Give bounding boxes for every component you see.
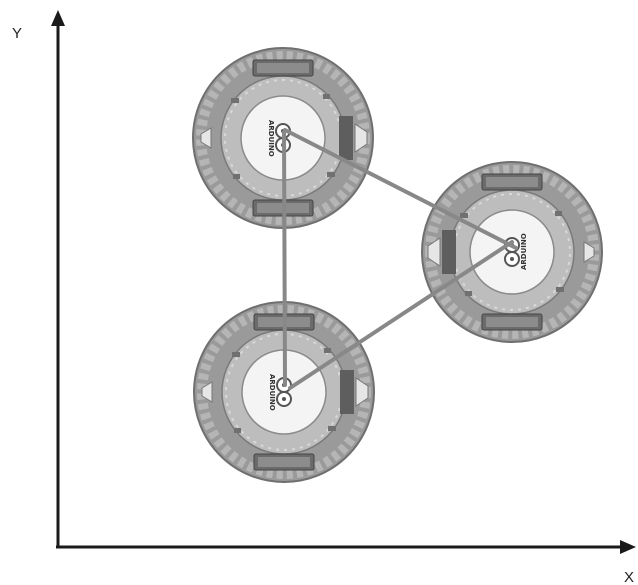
robot-brand-label: ARDUINO	[267, 120, 275, 157]
robot-brand-label: ARDUINO	[520, 233, 528, 270]
link-top-to-bottom	[284, 132, 285, 385]
x-axis-arrow	[620, 540, 636, 554]
x-axis-label: X	[624, 569, 634, 585]
y-axis-arrow	[51, 10, 65, 26]
robot-right: ARDUINO	[422, 162, 602, 342]
y-axis-label: Y	[12, 25, 22, 42]
robot-brand-label: ARDUINO	[268, 374, 276, 411]
